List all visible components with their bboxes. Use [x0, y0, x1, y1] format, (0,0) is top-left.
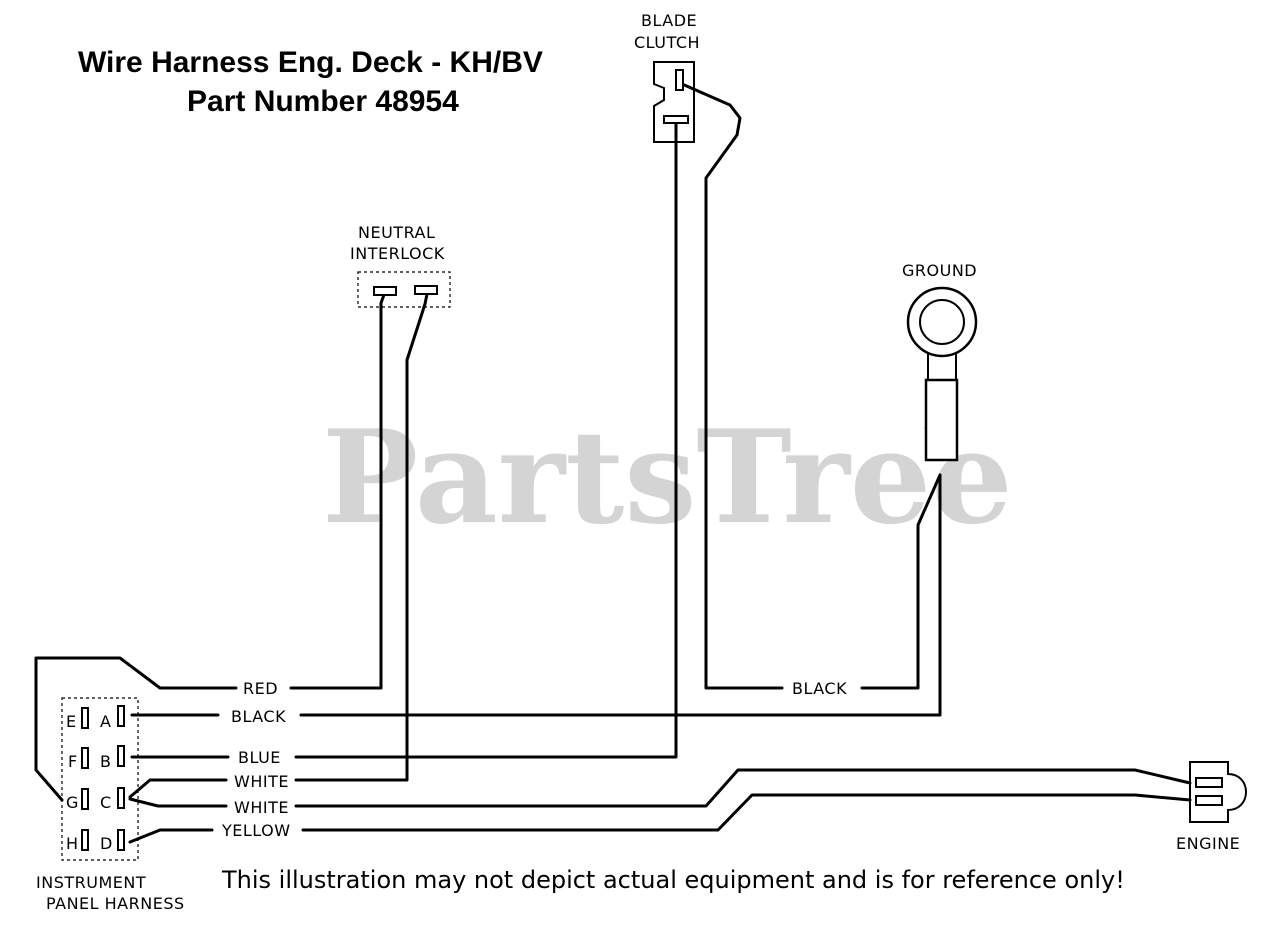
wire-black-a [130, 473, 942, 717]
instrument-panel-label-1: INSTRUMENT [36, 873, 146, 892]
disclaimer: This illustration may not depict actual … [221, 866, 1125, 894]
label-white-2: WHITE [234, 798, 289, 817]
wire-white-1 [128, 292, 429, 799]
wire-blue [130, 122, 678, 759]
ground-label: GROUND [902, 261, 977, 280]
instrument-panel-connector: E F G H A B C D [61, 697, 139, 861]
title-line-1: Wire Harness Eng. Deck - KH/BV [78, 46, 543, 79]
blade-clutch-connector [653, 61, 695, 143]
wire-black-clutch [680, 82, 942, 690]
label-red: RED [243, 679, 278, 698]
neutral-interlock-label-2: INTERLOCK [350, 244, 445, 263]
blade-clutch-label-1: BLADE [641, 11, 697, 30]
label-yellow: YELLOW [221, 821, 291, 840]
watermark: PartsTree [322, 403, 1013, 553]
instrument-panel-label-2: PANEL HARNESS [46, 894, 185, 913]
terminal-a: A [100, 712, 111, 731]
terminal-g: G [66, 793, 79, 812]
terminal-b: B [100, 752, 111, 771]
neutral-interlock-left-terminal [373, 286, 397, 296]
engine-label: ENGINE [1176, 834, 1240, 853]
label-blue: BLUE [238, 748, 281, 767]
terminal-f: F [68, 752, 78, 771]
engine-connector [1189, 761, 1247, 823]
neutral-interlock-label-1: NEUTRAL [358, 223, 435, 242]
ground-ring-terminal [906, 286, 978, 462]
blade-clutch-lower-terminal [663, 115, 689, 124]
terminal-e: E [66, 712, 77, 731]
label-white-1: WHITE [234, 772, 289, 791]
label-black-clutch: BLACK [792, 679, 847, 698]
terminal-h: H [66, 834, 79, 853]
wires [34, 82, 1192, 844]
label-black-a: BLACK [231, 707, 286, 726]
terminal-d: D [100, 834, 113, 853]
terminal-c: C [100, 793, 112, 812]
wire-yellow [128, 793, 1192, 844]
title-line-2: Part Number 48954 [187, 85, 459, 118]
neutral-interlock-connector [357, 271, 451, 308]
neutral-interlock-right-terminal [414, 285, 438, 295]
wire-red [34, 290, 387, 802]
wire-white-2 [128, 768, 1192, 808]
engine-upper-terminal [1195, 777, 1223, 788]
blade-clutch-label-2: CLUTCH [634, 33, 700, 52]
engine-lower-terminal [1195, 795, 1223, 806]
blade-clutch-upper-terminal [675, 69, 684, 91]
